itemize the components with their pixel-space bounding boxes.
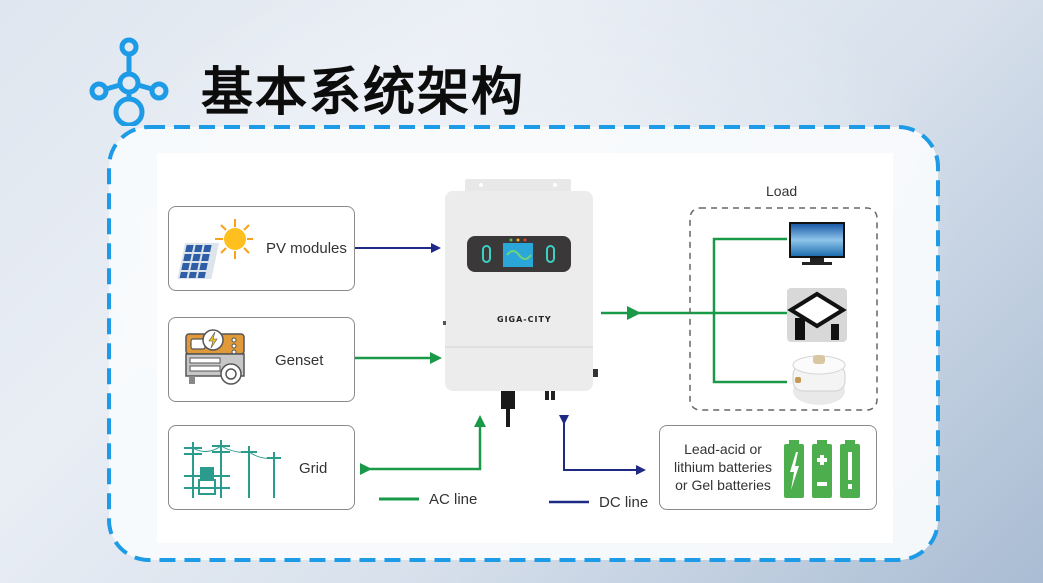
load-ac-arrow: [627, 306, 641, 320]
battery-line-1: Lead-acid or: [684, 441, 762, 457]
load-dashed-box: [689, 207, 878, 411]
pv-modules-label: PV modules: [266, 240, 347, 257]
batteries-icon: [784, 440, 860, 498]
battery-dc-line: [559, 415, 646, 475]
grid-label: Grid: [299, 460, 328, 477]
battery-line-3: or Gel batteries: [675, 477, 771, 493]
inverter-brand: GIGA-CITY: [497, 315, 552, 324]
battery-description: Lead-acid or lithium batteries or Gel ba…: [668, 440, 778, 494]
source-pv-modules: PV modules: [168, 206, 355, 291]
legend-dc-label: DC line: [599, 494, 649, 511]
load-branch-lines: [712, 237, 787, 384]
source-genset: Genset: [168, 317, 355, 402]
solar-panel-icon: [177, 219, 253, 279]
hybrid-inverter-icon: [443, 179, 598, 427]
generator-icon: [185, 329, 245, 385]
source-grid: Grid: [168, 425, 355, 510]
genset-label: Genset: [275, 352, 324, 369]
rice-cooker-icon: [792, 355, 846, 405]
card-dashed-border: [107, 125, 940, 562]
legend-ac-label: AC line: [429, 491, 478, 508]
battery-line-2: lithium batteries: [673, 459, 773, 475]
grid-ac-line: [360, 415, 486, 475]
ceiling-light-icon: [787, 288, 847, 342]
load-title: Load: [766, 183, 798, 199]
power-grid-icon: [184, 440, 281, 498]
battery-box: Lead-acid or lithium batteries or Gel ba…: [659, 425, 877, 510]
connection-lines: [354, 207, 878, 504]
system-diagram: PV modules Genset: [157, 153, 893, 543]
page-title: 基本系统架构: [201, 63, 526, 123]
network-nodes-icon: [89, 37, 169, 126]
television-icon: [789, 222, 845, 265]
